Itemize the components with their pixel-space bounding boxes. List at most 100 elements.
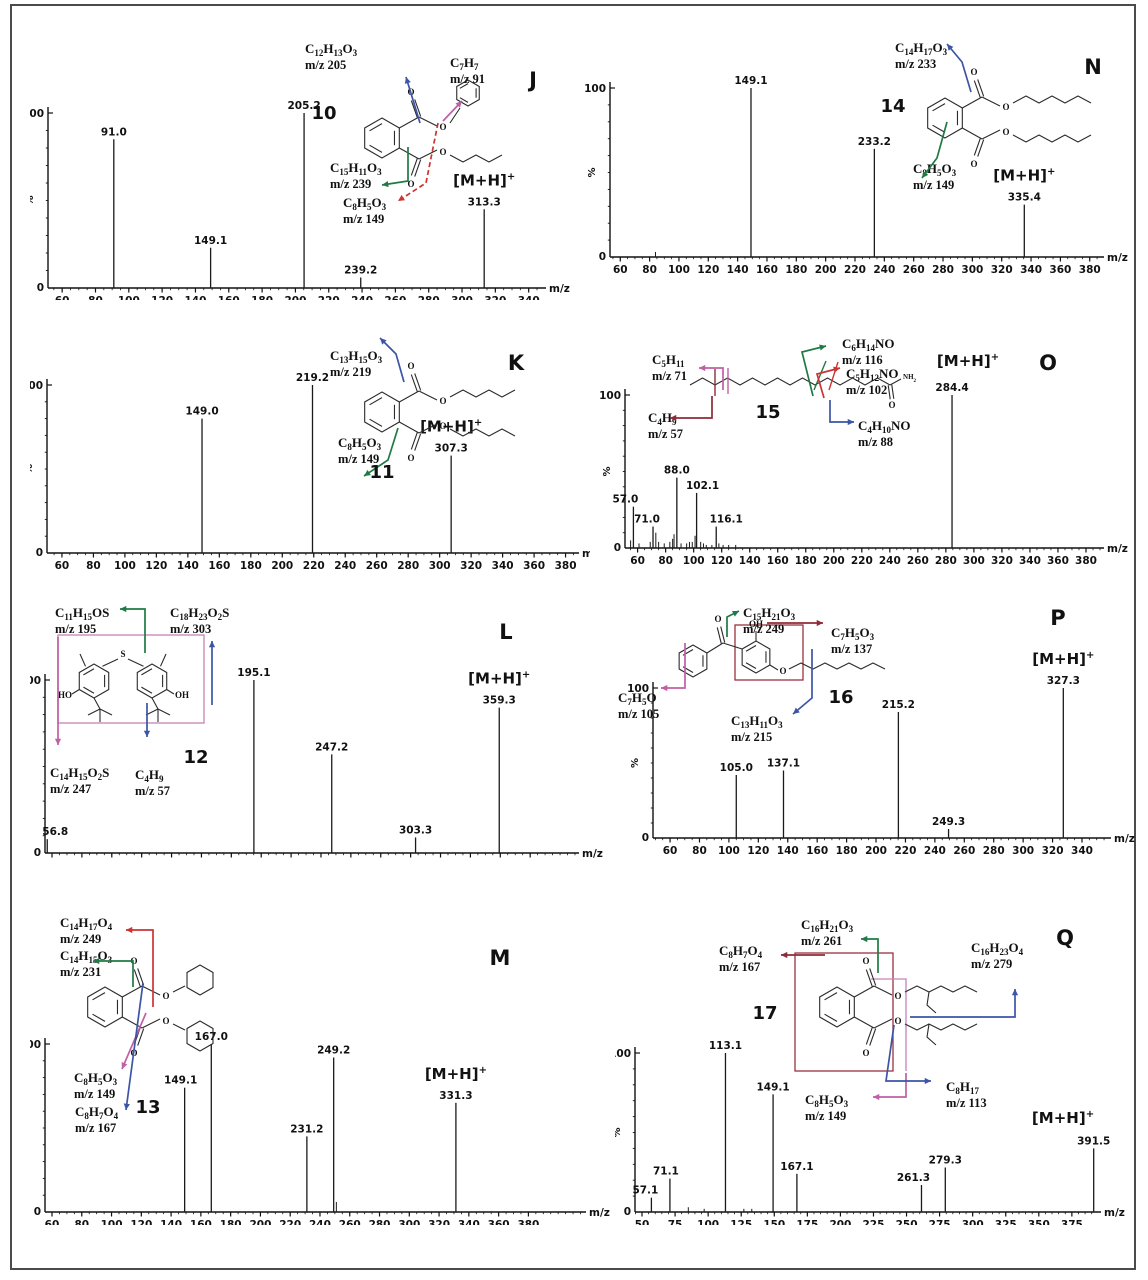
bond-line xyxy=(745,645,757,652)
x-tick-label: 140 xyxy=(160,1219,182,1225)
fragment-formula: C13H15O3 xyxy=(330,348,383,365)
x-tick-label: 140 xyxy=(177,560,199,572)
bond-line xyxy=(172,1023,186,1031)
arrow-head xyxy=(924,1077,931,1085)
x-tick-label: 100 xyxy=(101,1219,123,1225)
peak-label: 88.0 xyxy=(664,465,690,477)
fragment-formula: C12H13O3 xyxy=(305,41,358,58)
peak-label: 335.4 xyxy=(1008,192,1041,204)
polyline xyxy=(904,985,978,993)
fragment-formula: C14H17O4 xyxy=(60,915,113,932)
peak-label: 91.0 xyxy=(101,126,127,138)
x-tick-label: 100 xyxy=(118,295,140,300)
fragment-formula: C8H5O3 xyxy=(343,195,387,212)
cyclohexane-ring xyxy=(186,1020,214,1052)
arrow-head xyxy=(732,611,739,617)
x-tick-label: 300 xyxy=(963,555,985,567)
x-tick-label: 225 xyxy=(863,1219,885,1225)
y-axis-label: % xyxy=(30,464,35,474)
peak-label: 116.1 xyxy=(710,514,743,526)
bond-line xyxy=(92,1013,106,1022)
fragment-formula: C15H21O3 xyxy=(743,605,796,622)
y-max-label: 100 xyxy=(615,1048,631,1060)
polyline xyxy=(792,649,813,715)
x-axis-label: m/z xyxy=(549,283,570,295)
benzene-ring xyxy=(456,79,480,107)
fragment-mz: m/z 116 xyxy=(842,353,883,367)
bond-line xyxy=(887,385,891,400)
peak-label: 331.3 xyxy=(439,1090,472,1102)
arrow-head xyxy=(833,366,840,373)
x-tick-label: 240 xyxy=(334,560,356,572)
fragment-formula: C4H9 xyxy=(648,410,677,427)
bond-line xyxy=(410,374,418,392)
bond-line xyxy=(79,653,87,667)
fragment-mz: m/z 261 xyxy=(801,934,842,948)
bond-line xyxy=(92,992,106,1001)
atom-label: O xyxy=(407,179,414,189)
bond-line xyxy=(410,432,418,450)
atom-label: S xyxy=(120,649,125,659)
polyline xyxy=(363,427,399,477)
bond-line xyxy=(418,116,438,127)
arrow-head xyxy=(1011,989,1019,996)
arrow-head xyxy=(143,730,151,737)
peak-label: 137.1 xyxy=(767,758,800,770)
fragment-formula: C8H5O3 xyxy=(913,161,957,178)
bond-line xyxy=(122,985,143,998)
x-tick-label: 240 xyxy=(873,264,895,276)
x-tick-label: 260 xyxy=(384,295,406,300)
x-tick-label: 260 xyxy=(907,555,929,567)
panel-letter: M xyxy=(490,946,511,970)
bond-line xyxy=(99,708,113,716)
figure-border xyxy=(10,4,1136,1270)
x-tick-label: 120 xyxy=(130,1219,152,1225)
peak-label: 149.1 xyxy=(756,1081,789,1093)
atom-label: O xyxy=(162,1016,169,1026)
peak-label: 327.3 xyxy=(1047,675,1080,687)
fragment-mz: m/z 137 xyxy=(831,642,872,656)
y-min-label: 0 xyxy=(599,251,606,263)
polyline xyxy=(788,662,886,670)
peak-label: 215.2 xyxy=(882,699,915,711)
spectrum-svg-J: 1000%60801001201401601802002202402602803… xyxy=(22,41,570,307)
spectrum-panel-K: 1000%60801001201401601802002202402602803… xyxy=(21,330,603,575)
x-tick-label: 180 xyxy=(795,555,817,567)
polyline xyxy=(921,121,948,179)
bond-line xyxy=(973,80,981,98)
x-tick-label: 340 xyxy=(518,295,540,300)
structure-box xyxy=(57,634,205,724)
polyline xyxy=(449,428,516,437)
peak-label: 149.0 xyxy=(185,406,218,418)
fragment-mz: m/z 249 xyxy=(743,622,784,636)
peak-label: 239.2 xyxy=(344,265,377,277)
polyline xyxy=(815,367,841,399)
polyline xyxy=(449,389,516,398)
compound-number: 17 xyxy=(752,1003,777,1024)
bond-line xyxy=(369,144,383,153)
fragment-mz: m/z 71 xyxy=(652,369,687,383)
fragment-mz: m/z 149 xyxy=(913,178,954,192)
x-tick-label: 180 xyxy=(785,264,807,276)
peak-label: 313.3 xyxy=(468,196,501,208)
x-tick-label: 220 xyxy=(279,1219,301,1225)
peak-label: 231.2 xyxy=(290,1123,323,1135)
x-tick-label: 80 xyxy=(88,295,103,300)
x-tick-label: 180 xyxy=(251,295,273,300)
x-tick-label: 375 xyxy=(1061,1219,1083,1225)
fragment-mz: m/z 167 xyxy=(719,960,760,974)
bond-line xyxy=(865,969,873,987)
x-axis-label: m/z xyxy=(589,1207,610,1219)
peak-label: 261.3 xyxy=(897,1172,930,1184)
x-tick-label: 200 xyxy=(865,845,887,857)
x-tick-label: 300 xyxy=(1012,845,1034,857)
x-tick-label: 120 xyxy=(697,264,719,276)
